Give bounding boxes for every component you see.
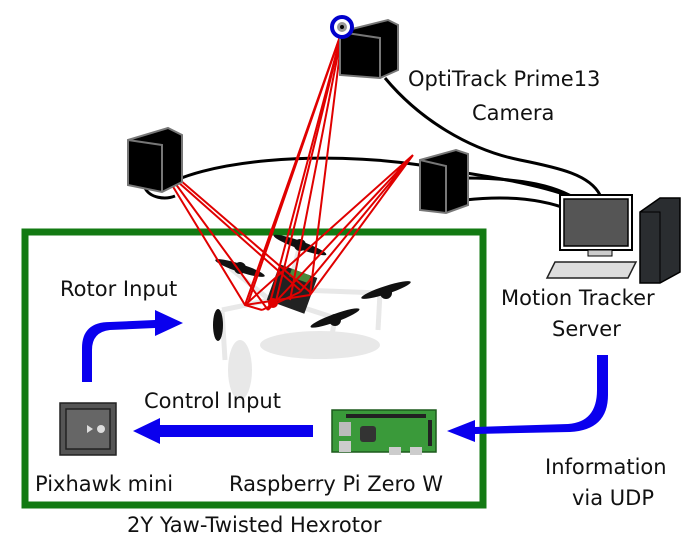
info-label-line2: via UDP xyxy=(572,486,654,510)
rotor-input-arrow xyxy=(82,310,183,382)
raspberry-pi-label: Raspberry Pi Zero W xyxy=(229,472,443,496)
server-label-line2: Server xyxy=(552,317,621,341)
rotor-input-label: Rotor Input xyxy=(60,277,177,301)
propellers xyxy=(213,234,411,341)
server-label-line1: Motion Tracker xyxy=(501,286,655,310)
system-caption: 2Y Yaw-Twisted Hexrotor xyxy=(127,513,382,537)
hexrotor-drone xyxy=(213,234,411,400)
hexrotor-system-box xyxy=(21,228,487,509)
control-input-label: Control Input xyxy=(144,389,281,413)
flow-arrows xyxy=(82,310,608,444)
pixhawk-label: Pixhawk mini xyxy=(35,472,173,496)
camera-title-line2: Camera xyxy=(472,101,554,125)
camera-left xyxy=(127,126,183,194)
control-input-arrow xyxy=(133,418,313,444)
camera-top xyxy=(330,15,399,80)
server-computer-icon xyxy=(545,194,681,284)
cable-left-camera-2 xyxy=(143,187,176,200)
tracking-rays xyxy=(171,27,414,311)
cable-right-camera-2 xyxy=(464,196,571,212)
raspberry-pi-icon xyxy=(331,409,437,455)
camera-right xyxy=(419,148,469,215)
camera-title-line1: OptiTrack Prime13 xyxy=(408,67,600,91)
info-label-line1: Information xyxy=(545,455,667,479)
drone-shadow xyxy=(228,331,380,400)
cable-top-camera xyxy=(383,77,602,196)
udp-info-arrow xyxy=(447,355,608,442)
pixhawk-icon xyxy=(59,402,117,456)
cable-left-camera xyxy=(157,156,581,202)
